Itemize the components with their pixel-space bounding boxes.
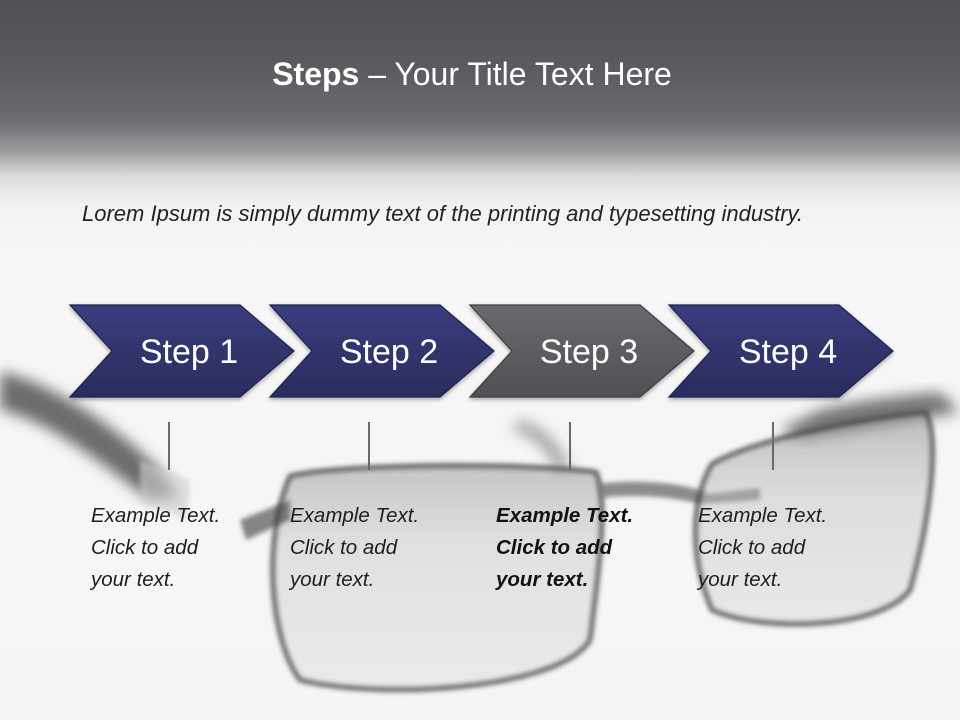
step-3-line-3: your text. bbox=[496, 568, 589, 591]
step-2-line-1: Example Text. bbox=[290, 504, 420, 527]
step-2-line-2: Click to add bbox=[290, 536, 398, 559]
connector-line-3 bbox=[569, 422, 571, 470]
step-1-line-1: Example Text. bbox=[91, 504, 221, 527]
step-3-line-1: Example Text. bbox=[496, 504, 634, 527]
step-3-label: Step 3 bbox=[540, 333, 638, 371]
step-1-label: Step 1 bbox=[140, 333, 238, 371]
step-1-text[interactable]: Example Text. Click to add your text. bbox=[91, 500, 261, 596]
step-1-line-3: your text. bbox=[91, 568, 176, 591]
step-3-line-2: Click to add bbox=[496, 536, 613, 559]
step-4-label: Step 4 bbox=[739, 333, 837, 371]
step-1-line-2: Click to add bbox=[91, 536, 199, 559]
connector-line-2 bbox=[368, 422, 370, 470]
step-3-chevron[interactable] bbox=[468, 304, 695, 398]
title-bold: Steps bbox=[272, 56, 360, 92]
step-3-text[interactable]: Example Text. Click to add your text. bbox=[496, 500, 666, 596]
step-2-chevron[interactable] bbox=[268, 304, 495, 398]
title-rest: – Your Title Text Here bbox=[359, 56, 672, 92]
intro-text: Lorem Ipsum is simply dummy text of the … bbox=[82, 201, 804, 226]
step-4-line-3: your text. bbox=[698, 568, 783, 591]
step-1-chevron[interactable] bbox=[68, 304, 295, 398]
step-4-line-2: Click to add bbox=[698, 536, 806, 559]
page-title: Steps – Your Title Text Here bbox=[0, 52, 944, 96]
step-4-chevron[interactable] bbox=[667, 304, 894, 398]
connector-line-4 bbox=[772, 422, 774, 470]
step-4-line-1: Example Text. bbox=[698, 504, 828, 527]
connector-line-1 bbox=[168, 422, 170, 470]
step-2-line-3: your text. bbox=[290, 568, 375, 591]
step-2-label: Step 2 bbox=[340, 333, 438, 371]
step-4-text[interactable]: Example Text. Click to add your text. bbox=[698, 500, 868, 596]
step-2-text[interactable]: Example Text. Click to add your text. bbox=[290, 500, 460, 596]
